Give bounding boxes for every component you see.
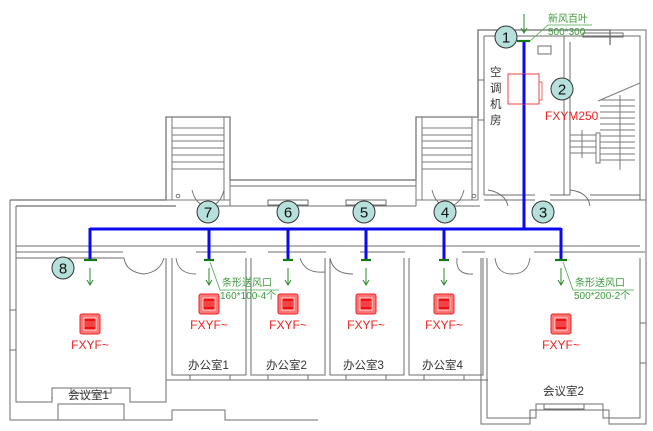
indoor-unit-model-label: FXYF~ <box>542 338 580 352</box>
stair-middle <box>415 116 479 201</box>
diffuser-office3 <box>361 258 371 286</box>
room-label-office2: 办公室2 <box>266 358 307 372</box>
indoor-unit-model-label: FXYF~ <box>347 318 385 332</box>
diffuser-office1 <box>204 258 214 286</box>
ahu-room-char: 房 <box>490 114 502 127</box>
diffuser-meeting2 <box>555 258 567 286</box>
meeting-diffuser-label: 条形送风口 <box>575 276 625 289</box>
office-diffuser-label: 条形送风口 <box>222 276 272 289</box>
supply-diffusers: 条形送风口 160*100-4个 条形送风口 500*200-2个 <box>84 258 634 302</box>
walls <box>9 29 647 425</box>
supply-duct-network <box>88 41 563 260</box>
room-label-meeting1: 会议室1 <box>68 388 109 402</box>
indoor-unit-model-label: FXYF~ <box>269 318 307 332</box>
indoor-unit-model-label: FXYF~ <box>190 318 228 332</box>
node-bubble-6: 6 <box>276 200 300 224</box>
bubble-number: 2 <box>558 82 566 99</box>
doors <box>123 189 591 275</box>
room-label-office3: 办公室3 <box>343 358 384 372</box>
node-bubbles: 1 2 3 4 5 6 7 8 <box>51 25 574 280</box>
indoor-unit-model-label: FXYF~ <box>71 338 109 352</box>
diffuser-office4 <box>439 258 449 286</box>
diffuser-office2 <box>283 258 293 286</box>
room-label-meeting2: 会议室2 <box>543 384 584 398</box>
room-label-office1: 办公室1 <box>188 358 229 372</box>
ahu-room-char: 调 <box>490 82 502 95</box>
indoor-unit-office3: FXYF~ <box>347 293 385 332</box>
ahu-room-char: 机 <box>490 97 502 111</box>
indoor-unit-office4: FXYF~ <box>425 293 463 332</box>
office-diffuser-size: 160*100-4个 <box>220 290 276 302</box>
indoor-unit-meeting1: FXYF~ <box>71 313 109 352</box>
indoor-unit-office1: FXYF~ <box>190 293 228 332</box>
indoor-unit-model-label: FXYF~ <box>425 318 463 332</box>
bubble-number: 8 <box>59 261 67 278</box>
fresh-air-louver-size: 500*300 <box>548 27 586 38</box>
indoor-unit-office2: FXYF~ <box>269 293 307 332</box>
node-bubble-1: 1 <box>494 25 518 49</box>
ahu-unit: FXYM250 <box>507 73 599 123</box>
indoor-unit-meeting2: FXYF~ <box>542 313 580 352</box>
meeting-diffuser-size: 500*200-2个 <box>574 290 630 302</box>
node-bubble-3: 3 <box>531 200 555 224</box>
node-bubble-5: 5 <box>352 200 376 224</box>
stair-west <box>165 116 231 201</box>
bubble-number: 1 <box>502 30 510 47</box>
node-bubble-8: 8 <box>51 256 75 280</box>
node-bubble-7: 7 <box>196 200 220 224</box>
fresh-air-louver: 新风百叶 500*300 <box>517 12 592 43</box>
ahu-room-char: 空 <box>490 65 502 79</box>
node-bubble-4: 4 <box>433 200 457 224</box>
indoor-units: FXYF~ FXYF~ FXYF~ FXYF~ FXYF~ FXYF~ <box>71 293 580 352</box>
bubble-number: 4 <box>441 205 449 222</box>
bubble-number: 6 <box>284 205 292 222</box>
fresh-air-louver-label: 新风百叶 <box>548 12 588 25</box>
node-bubble-2: 2 <box>550 77 574 101</box>
room-labels: 会议室1 办公室1 办公室2 办公室3 办公室4 会议室2 <box>68 358 584 402</box>
room-label-office4: 办公室4 <box>422 358 463 372</box>
bubble-number: 5 <box>360 205 368 222</box>
diffuser-meeting1 <box>84 258 97 286</box>
bubble-number: 7 <box>204 205 212 222</box>
ahu-room-label: 空 调 机 房 <box>490 65 502 127</box>
ahu-model-label: FXYM250 <box>545 109 599 123</box>
bubble-number: 3 <box>539 205 547 222</box>
